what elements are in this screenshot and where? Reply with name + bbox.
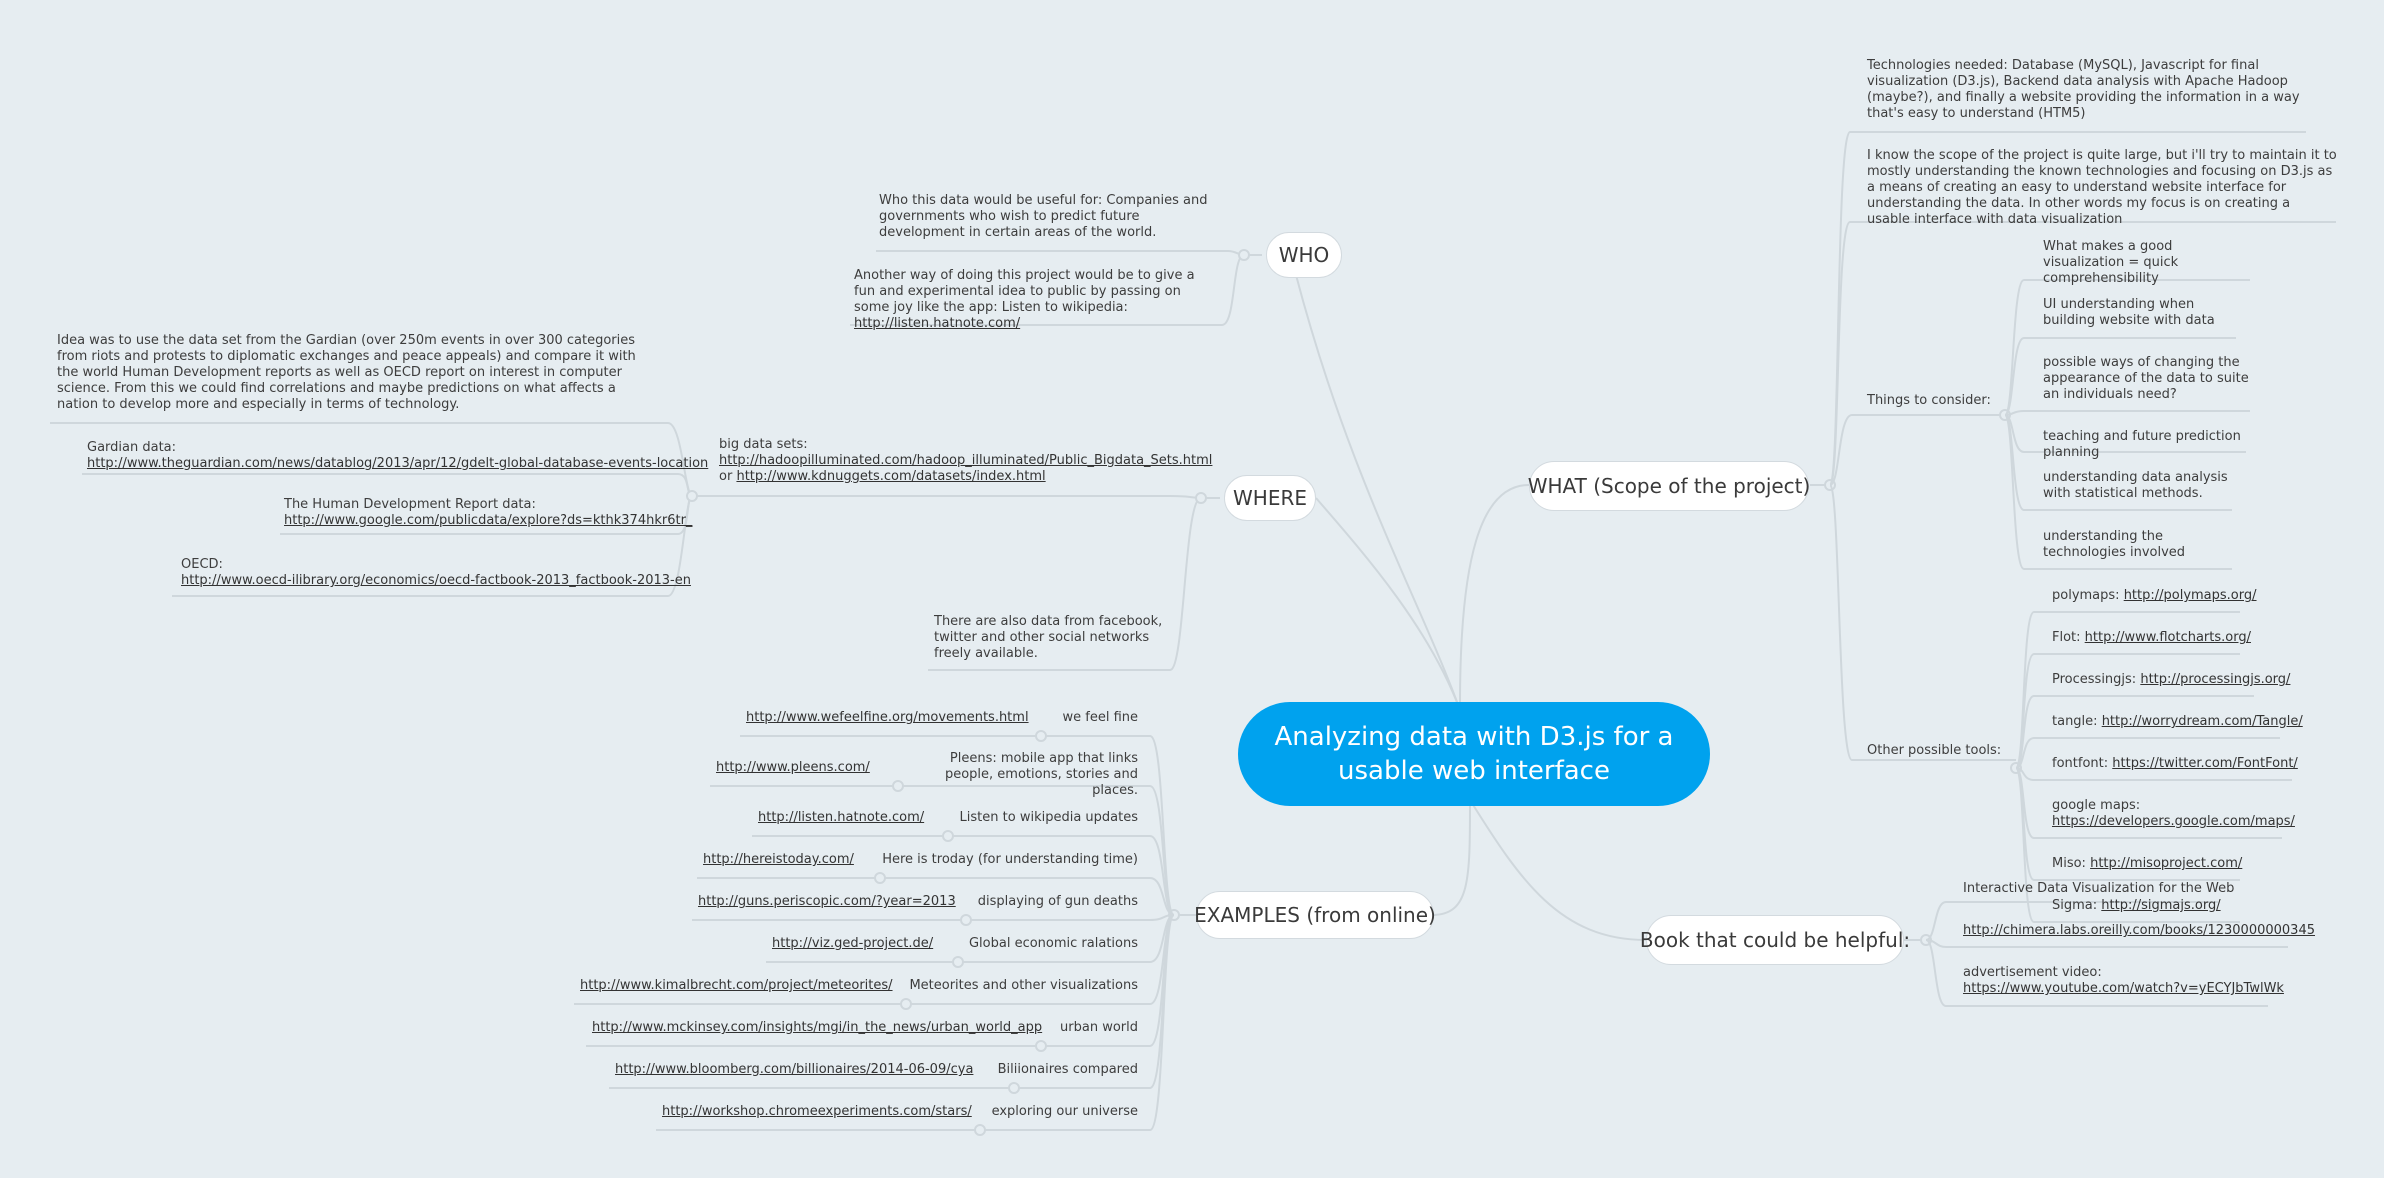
consider-item: teaching and future prediction planning xyxy=(2043,429,2241,460)
tool-link[interactable]: http://sigmajs.org/ xyxy=(2101,898,2221,913)
example-label: Here is troday (for understanding time) xyxy=(882,852,1138,867)
example-label: displaying of gun deaths xyxy=(977,894,1138,909)
tool-name: Flot: xyxy=(2052,630,2081,645)
topic-examples-label: EXAMPLES (from online) xyxy=(1194,903,1436,927)
tool-link[interactable]: http://processingjs.org/ xyxy=(2140,672,2291,687)
example-link[interactable]: http://workshop.chromeexperiments.com/st… xyxy=(662,1104,972,1119)
where-oecd-label: OECD: xyxy=(181,557,223,572)
who-item-fun: Another way of doing this project would … xyxy=(854,268,1214,332)
example-label: Biliionaires compared xyxy=(997,1062,1138,1077)
topic-who[interactable]: WHO xyxy=(1266,232,1342,278)
where-bigdata-label: big data sets: xyxy=(719,437,808,452)
where-bigdata-link1[interactable]: http://hadoopilluminated.com/hadoop_illu… xyxy=(719,453,1213,468)
consider-item: UI understanding when building website w… xyxy=(2043,297,2215,328)
tool-link[interactable]: https://twitter.com/FontFont/ xyxy=(2112,756,2298,771)
example-label: urban world xyxy=(1060,1020,1138,1035)
example-link[interactable]: http://www.pleens.com/ xyxy=(716,760,870,775)
tool-name: tangle: xyxy=(2052,714,2098,729)
where-social: There are also data from facebook, twitt… xyxy=(934,614,1163,661)
book-video-link[interactable]: https://www.youtube.com/watch?v=yECYJbTw… xyxy=(1963,981,2284,996)
tool-link[interactable]: http://worrydream.com/Tangle/ xyxy=(2101,714,2303,729)
where-bigdata-link2[interactable]: http://www.kdnuggets.com/datasets/index.… xyxy=(736,469,1046,484)
topic-book[interactable]: Book that could be helpful: xyxy=(1640,915,1910,965)
tool-name: fontfont: xyxy=(2052,756,2109,771)
where-gardian-label: Gardian data: xyxy=(87,440,177,455)
example-link[interactable]: http://guns.periscopic.com/?year=2013 xyxy=(698,894,956,909)
tool-name: Miso: xyxy=(2052,856,2086,871)
who-item-fun-text: Another way of doing this project would … xyxy=(854,268,1195,315)
example-link[interactable]: http://listen.hatnote.com/ xyxy=(758,810,925,825)
tool-item: Sigma: http://sigmajs.org/ xyxy=(2052,898,2221,914)
tool-item: Flot: http://www.flotcharts.org/ xyxy=(2052,630,2251,646)
where-hdr-label: The Human Development Report data: xyxy=(284,497,536,512)
example-link[interactable]: http://viz.ged-project.de/ xyxy=(772,936,934,951)
where-bigdata: big data sets: http://hadoopilluminated.… xyxy=(719,437,1212,485)
tool-name: Processingjs: xyxy=(2052,672,2137,687)
topic-what-label: WHAT (Scope of the project) xyxy=(1527,474,1811,498)
example-link[interactable]: http://hereistoday.com/ xyxy=(703,852,854,867)
book-video: advertisement video: https://www.youtube… xyxy=(1963,965,2284,997)
what-scope: I know the scope of the project is quite… xyxy=(1867,148,2337,227)
tool-name: google maps: xyxy=(2052,798,2141,813)
book-link[interactable]: http://chimera.labs.oreilly.com/books/12… xyxy=(1963,923,2315,938)
who-item-useful: Who this data would be useful for: Compa… xyxy=(879,193,1208,240)
topic-where[interactable]: WHERE xyxy=(1224,475,1316,521)
example-label: Global economic ralations xyxy=(968,936,1138,951)
topic-what[interactable]: WHAT (Scope of the project) xyxy=(1527,461,1811,511)
tool-link[interactable]: http://www.flotcharts.org/ xyxy=(2084,630,2251,645)
tool-item: Miso: http://misoproject.com/ xyxy=(2052,856,2242,872)
consider-item: What makes a good visualization = quick … xyxy=(2043,239,2179,286)
where-gardian: Gardian data: http://www.theguardian.com… xyxy=(87,440,708,472)
topic-book-label: Book that could be helpful: xyxy=(1639,928,1911,952)
tool-link[interactable]: https://developers.google.com/maps/ xyxy=(2052,814,2295,829)
tool-link[interactable]: http://polymaps.org/ xyxy=(2123,588,2257,603)
tool-item: tangle: http://worrydream.com/Tangle/ xyxy=(2052,714,2303,730)
tool-link[interactable]: http://misoproject.com/ xyxy=(2090,856,2243,871)
what-tech: Technologies needed: Database (MySQL), J… xyxy=(1867,58,2300,121)
who-link[interactable]: http://listen.hatnote.com/ xyxy=(854,316,1021,331)
topic-where-label: WHERE xyxy=(1233,486,1307,510)
topic-who-label: WHO xyxy=(1278,243,1330,267)
example-label: Meteorites and other visualizations xyxy=(909,978,1138,993)
where-oecd-link[interactable]: http://www.oecd-ilibrary.org/economics/o… xyxy=(181,573,691,588)
consider-item: understanding the technologies involved xyxy=(2043,529,2186,560)
where-gardian-link[interactable]: http://www.theguardian.com/news/datablog… xyxy=(87,456,709,471)
where-idea: Idea was to use the data set from the Ga… xyxy=(57,333,636,412)
what-tools-label: Other possible tools: xyxy=(1867,743,2002,758)
example-link[interactable]: http://www.bloomberg.com/billionaires/20… xyxy=(615,1062,974,1077)
example-link[interactable]: http://www.mckinsey.com/insights/mgi/in_… xyxy=(592,1020,1043,1035)
tool-name: Sigma: xyxy=(2052,898,2098,913)
what-consider-label: Things to consider: xyxy=(1867,393,1991,408)
example-link[interactable]: http://www.wefeelfine.org/movements.html xyxy=(746,710,1029,725)
book-title-item: Interactive Data Visualization for the W… xyxy=(1963,881,2235,896)
example-label: Pleens: mobile app that links people, em… xyxy=(944,751,1138,798)
tool-item: Processingjs: http://processingjs.org/ xyxy=(2052,672,2290,688)
tool-name: polymaps: xyxy=(2052,588,2120,603)
example-label: we feel fine xyxy=(1062,710,1138,725)
example-label: Listen to wikipedia updates xyxy=(959,810,1138,825)
tool-item: google maps:https://developers.google.co… xyxy=(2052,798,2295,830)
book-video-label: advertisement video: xyxy=(1963,965,2102,980)
example-label: exploring our universe xyxy=(991,1104,1138,1119)
example-link[interactable]: http://www.kimalbrecht.com/project/meteo… xyxy=(580,978,893,993)
central-topic[interactable]: Analyzing data with D3.js for a usable w… xyxy=(1238,702,1710,806)
consider-item: possible ways of changing the appearance… xyxy=(2043,355,2249,402)
where-hdr-link[interactable]: http://www.google.com/publicdata/explore… xyxy=(284,513,693,528)
tool-item: fontfont: https://twitter.com/FontFont/ xyxy=(2052,756,2298,772)
central-topic-label: Analyzing data with D3.js for a usable w… xyxy=(1274,722,1674,786)
where-hdr: The Human Development Report data: http:… xyxy=(284,497,692,529)
consider-item: understanding data analysis with statist… xyxy=(2043,470,2228,501)
topic-examples[interactable]: EXAMPLES (from online) xyxy=(1194,891,1436,939)
where-bigdata-or: or xyxy=(719,469,733,484)
where-oecd: OECD: http://www.oecd-ilibrary.org/econo… xyxy=(181,557,691,589)
tool-item: polymaps: http://polymaps.org/ xyxy=(2052,588,2257,604)
